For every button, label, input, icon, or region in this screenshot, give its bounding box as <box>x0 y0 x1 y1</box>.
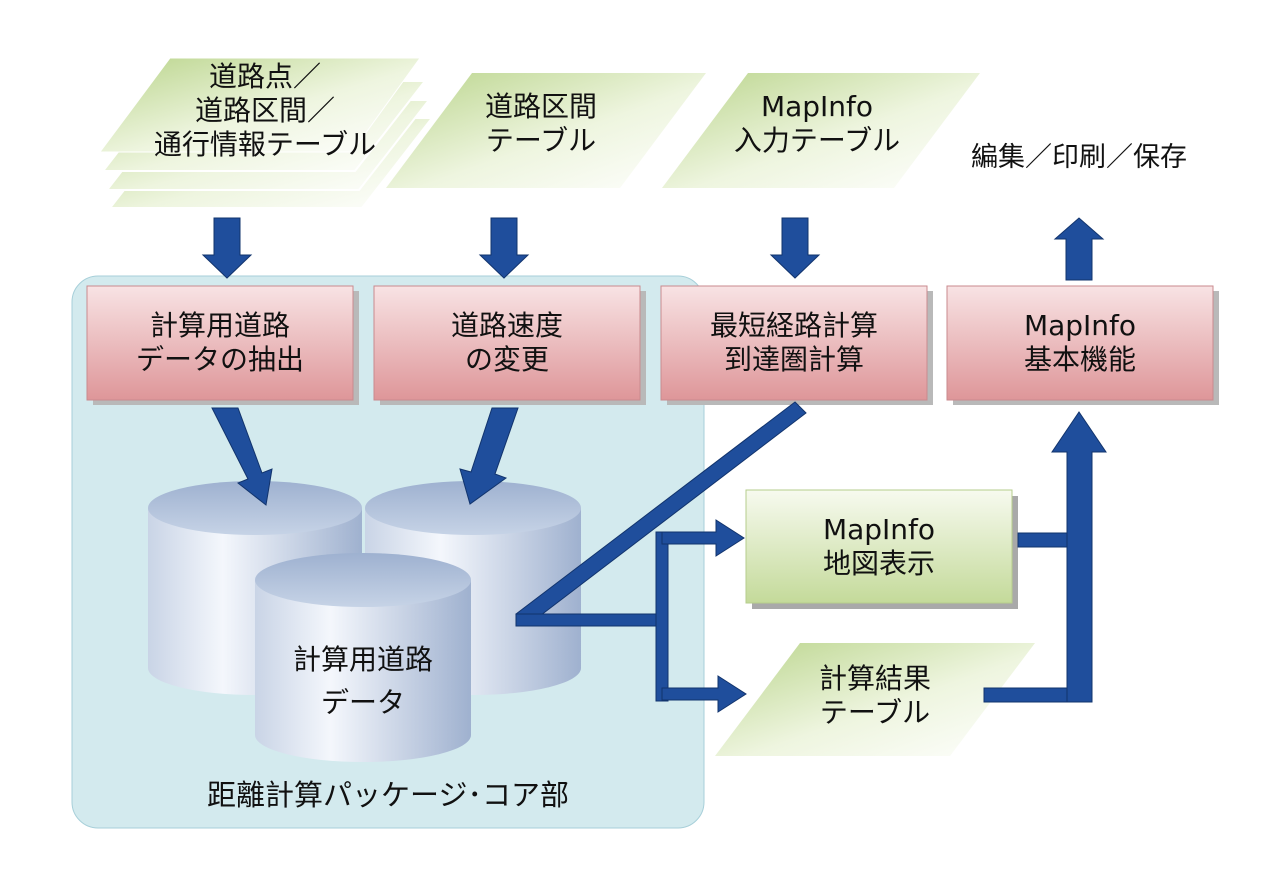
result-table-label: 計算結果 テーブル <box>780 662 970 730</box>
arrow-down-segment-table <box>478 217 530 279</box>
road-tables-label: 道路点／ 道路区間／ 通行情報テーブル <box>140 60 390 162</box>
core-package-label: 距離計算パッケージ･コア部 <box>207 778 569 812</box>
road-tables-line-1: 道路点／ <box>208 60 321 93</box>
database-label: 計算用道路 データ <box>258 638 468 725</box>
database-line-2: データ <box>320 686 405 720</box>
shortest-box-label: 最短経路計算 到達圏計算 <box>661 309 927 377</box>
arrow-up-to-basic <box>1051 411 1107 703</box>
map-display-line-1: MapInfo <box>822 513 936 546</box>
map-display-line-2: 地図表示 <box>822 547 935 581</box>
edit-print-save-label: 編集／印刷／保存 <box>971 142 1187 173</box>
extract-line-2: データの抽出 <box>135 343 304 377</box>
branch-vertical <box>655 531 669 702</box>
road-tables-line-2: 道路区間／ <box>194 94 335 128</box>
road-tables-line-3: 通行情報テーブル <box>153 128 377 162</box>
speed-line-2: の変更 <box>464 343 549 377</box>
database-line-1: 計算用道路 <box>292 643 433 676</box>
shortest-line-1: 最短経路計算 <box>709 309 878 342</box>
segment-table-label: 道路区間 テーブル <box>446 90 636 158</box>
speed-line-1: 道路速度 <box>450 309 563 342</box>
link-db-to-branch <box>515 613 667 627</box>
result-table-line-2: テーブル <box>819 696 931 730</box>
arrow-up-edit <box>1053 217 1105 281</box>
link-result-table-to-basic <box>983 687 1081 703</box>
arrow-down-mapinfo-input <box>769 217 821 279</box>
extract-box-label: 計算用道路 データの抽出 <box>87 309 353 377</box>
process-box-shortest <box>660 285 933 405</box>
segment-table-shape <box>386 73 706 188</box>
map-display-box <box>745 489 1018 609</box>
segment-table-line-1: 道路区間 <box>484 90 597 123</box>
process-box-extract <box>86 285 359 405</box>
arrow-extract-to-db <box>211 407 273 506</box>
speed-box-label: 道路速度 の変更 <box>374 309 640 377</box>
arrow-speed-to-db <box>459 407 519 505</box>
segment-table-line-2: テーブル <box>485 124 597 158</box>
map-display-label: MapInfo 地図表示 <box>746 513 1012 581</box>
result-table-line-1: 計算結果 <box>818 662 931 695</box>
road-tables-stack <box>99 57 435 209</box>
mapinfo-input-line-1: MapInfo <box>760 90 874 123</box>
arrow-to-map-display <box>661 519 745 557</box>
mapinfo-input-label: MapInfo 入力テーブル <box>722 90 912 158</box>
mapinfo-input-line-2: 入力テーブル <box>733 124 901 158</box>
arrow-to-result-table <box>661 675 747 713</box>
database-cylinder-front <box>255 553 471 762</box>
mapinfo-basic-line-2: 基本機能 <box>1023 343 1136 377</box>
arrow-down-road-tables <box>201 217 253 279</box>
mapinfo-basic-box-label: MapInfo 基本機能 <box>947 309 1213 377</box>
result-table-shape <box>715 643 1035 756</box>
process-box-mapinfo-basic <box>946 285 1219 405</box>
extract-line-1: 計算用道路 <box>149 309 290 342</box>
mapinfo-basic-line-1: MapInfo <box>1023 309 1137 342</box>
process-box-speed <box>373 285 646 405</box>
shortest-line-2: 到達圏計算 <box>723 343 864 377</box>
mapinfo-input-table-shape <box>662 73 980 188</box>
